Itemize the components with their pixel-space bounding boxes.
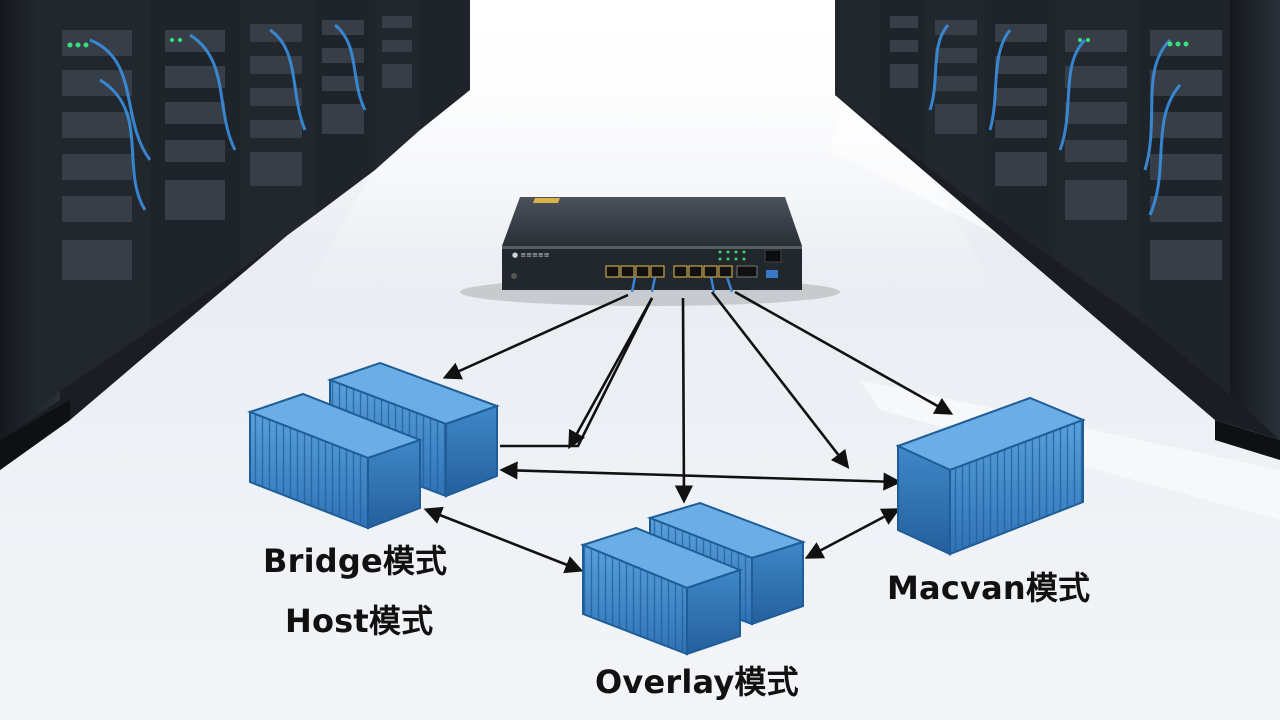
arrow-switch-to-macvan-a	[710, 291, 850, 469]
shipping-container-icon	[580, 526, 743, 656]
corridor-light	[300, 0, 1000, 300]
shipping-container-icon	[895, 396, 1086, 556]
macvan-mode-label: Macvan模式	[887, 569, 1091, 607]
arrow-switch-to-macvan-b	[734, 290, 954, 415]
arrow-switch-to-bridge	[442, 293, 629, 380]
connection-arrows	[423, 290, 954, 574]
arrow-switch-to-host	[568, 297, 654, 450]
host-mode-label: Host模式	[285, 602, 434, 640]
bridge-mode-label: Bridge模式	[263, 542, 448, 580]
switch-brand-logo: ● ≡≡≡≡≡	[512, 251, 550, 259]
arrow-overlay-macvan	[804, 508, 901, 559]
server-rack-icon	[1230, 0, 1280, 440]
server-rack-icon	[420, 0, 470, 130]
overlay-mode-label: Overlay模式	[595, 663, 799, 701]
server-rack-icon	[835, 0, 880, 130]
network-switch-icon: ● ≡≡≡≡≡	[460, 197, 840, 306]
arrow-switch-to-overlay	[674, 297, 694, 504]
right-server-rack-row	[835, 0, 1280, 460]
left-server-rack-row	[0, 0, 470, 470]
arrow-bridge-overlay	[423, 506, 584, 574]
shipping-container-icon	[247, 392, 423, 530]
arrow-bridge-macvan	[499, 461, 902, 491]
